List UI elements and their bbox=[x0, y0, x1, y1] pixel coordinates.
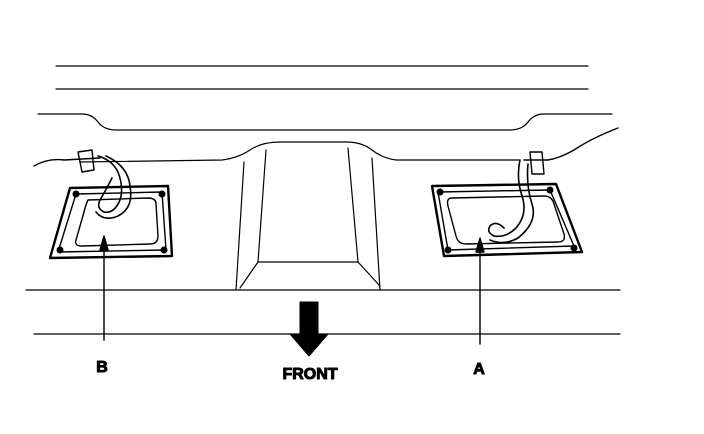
rear-panel-edge bbox=[37, 113, 613, 131]
grommet-b-bolt-4 bbox=[56, 246, 64, 254]
grommet-a-bolt-3 bbox=[570, 244, 578, 252]
grommet-b-bolt-1 bbox=[72, 190, 80, 198]
tunnel-top-edge bbox=[79, 141, 521, 163]
leader-a-arrowhead bbox=[475, 237, 485, 253]
grommet-a-bolt-1 bbox=[436, 188, 444, 196]
harness-a-wire bbox=[523, 127, 619, 161]
center-tunnel bbox=[79, 141, 521, 291]
label-b: B bbox=[96, 359, 108, 376]
tunnel-right-side bbox=[371, 157, 381, 291]
left-grommet-b bbox=[33, 149, 174, 260]
label-a: A bbox=[473, 361, 485, 378]
grommet-a-bolt-2 bbox=[546, 186, 554, 194]
upper-panel-lines bbox=[37, 65, 613, 131]
grommet-b-outer-plate bbox=[48, 184, 174, 260]
harness-a-outer bbox=[489, 163, 535, 244]
harness-a-clip bbox=[529, 151, 545, 175]
tunnel-left-side bbox=[235, 161, 245, 291]
harness-a-loop bbox=[487, 159, 525, 238]
leader-b-arrowhead bbox=[99, 235, 109, 251]
grommet-a-bolt-4 bbox=[444, 246, 452, 254]
grommet-a-outer-plate bbox=[430, 182, 584, 258]
harness-b-outer bbox=[95, 155, 132, 220]
floor-lines bbox=[25, 289, 621, 335]
grommet-b-bolt-2 bbox=[158, 190, 166, 198]
leader-arrows bbox=[99, 235, 485, 345]
grommet-b-inner-rim bbox=[57, 191, 167, 253]
grommet-b-seal bbox=[74, 197, 159, 247]
front-arrow-icon bbox=[289, 301, 329, 357]
grommet-a-seal bbox=[446, 195, 566, 245]
grommet-b-bolt-3 bbox=[160, 246, 168, 254]
harness-b-loop bbox=[97, 155, 123, 214]
harness-b-wire bbox=[33, 157, 101, 167]
label-front: FRONT bbox=[282, 366, 337, 383]
right-grommet-a bbox=[430, 127, 619, 258]
harness-b-clip bbox=[77, 149, 95, 173]
